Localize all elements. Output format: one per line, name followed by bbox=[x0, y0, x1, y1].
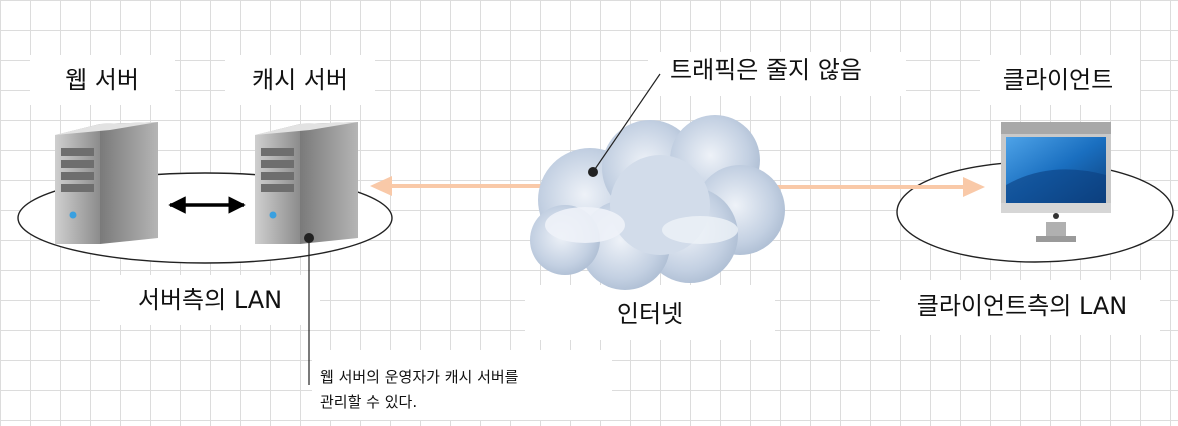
cache-note-line1: 웹 서버의 운영자가 캐시 서버를 bbox=[320, 368, 519, 386]
traffic-note-bg bbox=[648, 52, 906, 96]
traffic-note-label: 트래픽은 줄지 않음 bbox=[670, 56, 862, 84]
traffic-note-pointer bbox=[592, 73, 661, 173]
web-server-label-bg bbox=[30, 55, 175, 105]
cache-server-label: 캐시 서버 bbox=[252, 66, 348, 94]
cache-server-label-bg bbox=[225, 55, 375, 105]
traffic-note-dot bbox=[588, 167, 598, 177]
web-server-icon bbox=[55, 122, 158, 244]
cache-note-bg bbox=[312, 350, 612, 420]
internet-label-bg bbox=[525, 285, 775, 340]
traffic-arrow-right-head bbox=[963, 177, 985, 197]
internet-cloud bbox=[530, 115, 785, 290]
client-lan-label: 클라이언트측의 LAN bbox=[917, 292, 1127, 320]
client-lan-label-bg bbox=[880, 280, 1160, 335]
traffic-arrow-left-head bbox=[370, 176, 392, 196]
cache-server-icon bbox=[255, 122, 358, 244]
server-lan-label: 서버측의 LAN bbox=[138, 286, 282, 314]
server-lan-label-bg bbox=[100, 275, 320, 325]
cache-note-line2: 관리할 수 있다. bbox=[320, 393, 417, 411]
cache-note-dot bbox=[304, 233, 314, 243]
internet-label: 인터넷 bbox=[617, 300, 683, 328]
web-server-label: 웹 서버 bbox=[65, 66, 139, 94]
client-monitor-icon bbox=[1001, 122, 1111, 242]
client-label-bg bbox=[980, 55, 1140, 105]
client-label: 클라이언트 bbox=[1003, 66, 1113, 94]
